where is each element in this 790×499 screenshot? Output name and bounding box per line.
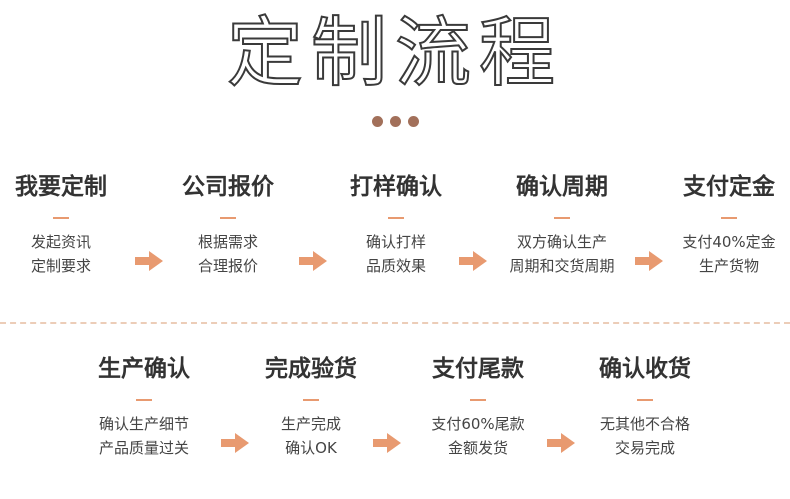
dot-3 bbox=[407, 116, 419, 127]
step-title: 生产确认 bbox=[98, 356, 190, 382]
step-title: 公司报价 bbox=[182, 174, 274, 200]
step-description: 支付40%定金 生产货物 bbox=[654, 230, 790, 278]
step-desc-line: 生产货物 bbox=[698, 257, 759, 275]
arrow-right-icon bbox=[135, 251, 163, 271]
step-desc-line: 支付60%尾款 bbox=[431, 415, 525, 433]
step-desc-line: 产品质量过关 bbox=[98, 439, 189, 457]
step-desc-line: 生产完成 bbox=[280, 415, 341, 433]
step-dash bbox=[388, 217, 404, 219]
step-desc-line: 品质效果 bbox=[365, 257, 426, 275]
step-inspection: 完成验货 生产完成 确认OK bbox=[236, 352, 386, 460]
step-dash bbox=[637, 399, 653, 401]
step-title: 确认收货 bbox=[599, 356, 691, 382]
step-title: 支付定金 bbox=[683, 174, 775, 200]
step-order-request: 我要定制 发起资讯 定制要求 bbox=[0, 170, 136, 278]
step-desc-line: 双方确认生产 bbox=[516, 233, 607, 251]
step-description: 确认生产细节 产品质量过关 bbox=[69, 412, 219, 460]
step-dash bbox=[721, 217, 737, 219]
step-desc-line: 定制要求 bbox=[30, 257, 91, 275]
step-description: 发起资讯 定制要求 bbox=[0, 230, 136, 278]
arrow-right-icon bbox=[547, 433, 575, 453]
arrow-right-icon bbox=[635, 251, 663, 271]
step-receipt-confirm: 确认收货 无其他不合格 交易完成 bbox=[570, 352, 720, 460]
dashed-divider bbox=[0, 322, 790, 324]
page-title: 定制流程 bbox=[226, 7, 563, 98]
step-description: 确认打样 品质效果 bbox=[321, 230, 471, 278]
step-desc-line: 周期和交货周期 bbox=[509, 257, 615, 275]
step-deposit: 支付定金 支付40%定金 生产货物 bbox=[654, 170, 790, 278]
step-title: 完成验货 bbox=[265, 356, 357, 382]
step-desc-line: 确认OK bbox=[285, 439, 337, 457]
step-dash bbox=[136, 399, 152, 401]
step-final-payment: 支付尾款 支付60%尾款 金额发货 bbox=[403, 352, 553, 460]
step-desc-line: 确认打样 bbox=[365, 233, 426, 251]
step-title: 我要定制 bbox=[15, 174, 107, 200]
step-dash bbox=[303, 399, 319, 401]
step-title: 打样确认 bbox=[350, 174, 442, 200]
step-description: 根据需求 合理报价 bbox=[153, 230, 303, 278]
step-sample-confirm: 打样确认 确认打样 品质效果 bbox=[321, 170, 471, 278]
step-description: 支付60%尾款 金额发货 bbox=[403, 412, 553, 460]
step-dash bbox=[220, 217, 236, 219]
step-desc-line: 支付40%定金 bbox=[682, 233, 776, 251]
step-description: 双方确认生产 周期和交货周期 bbox=[487, 230, 637, 278]
step-desc-line: 合理报价 bbox=[197, 257, 258, 275]
step-desc-line: 金额发货 bbox=[447, 439, 508, 457]
step-production-confirm: 生产确认 确认生产细节 产品质量过关 bbox=[69, 352, 219, 460]
step-title: 确认周期 bbox=[516, 174, 608, 200]
arrow-right-icon bbox=[221, 433, 249, 453]
step-dash bbox=[554, 217, 570, 219]
step-dash bbox=[53, 217, 69, 219]
step-desc-line: 确认生产细节 bbox=[98, 415, 189, 433]
arrow-right-icon bbox=[299, 251, 327, 271]
step-description: 无其他不合格 交易完成 bbox=[570, 412, 720, 460]
step-desc-line: 根据需求 bbox=[197, 233, 258, 251]
step-description: 生产完成 确认OK bbox=[236, 412, 386, 460]
step-cycle-confirm: 确认周期 双方确认生产 周期和交货周期 bbox=[487, 170, 637, 278]
decorative-dots bbox=[0, 116, 790, 127]
step-desc-line: 发起资讯 bbox=[30, 233, 91, 251]
arrow-right-icon bbox=[459, 251, 487, 271]
dot-2 bbox=[389, 116, 401, 127]
step-dash bbox=[470, 399, 486, 401]
step-desc-line: 无其他不合格 bbox=[599, 415, 690, 433]
arrow-right-icon bbox=[373, 433, 401, 453]
step-desc-line: 交易完成 bbox=[614, 439, 675, 457]
step-quotation: 公司报价 根据需求 合理报价 bbox=[153, 170, 303, 278]
dot-1 bbox=[371, 116, 383, 127]
step-title: 支付尾款 bbox=[432, 356, 524, 382]
